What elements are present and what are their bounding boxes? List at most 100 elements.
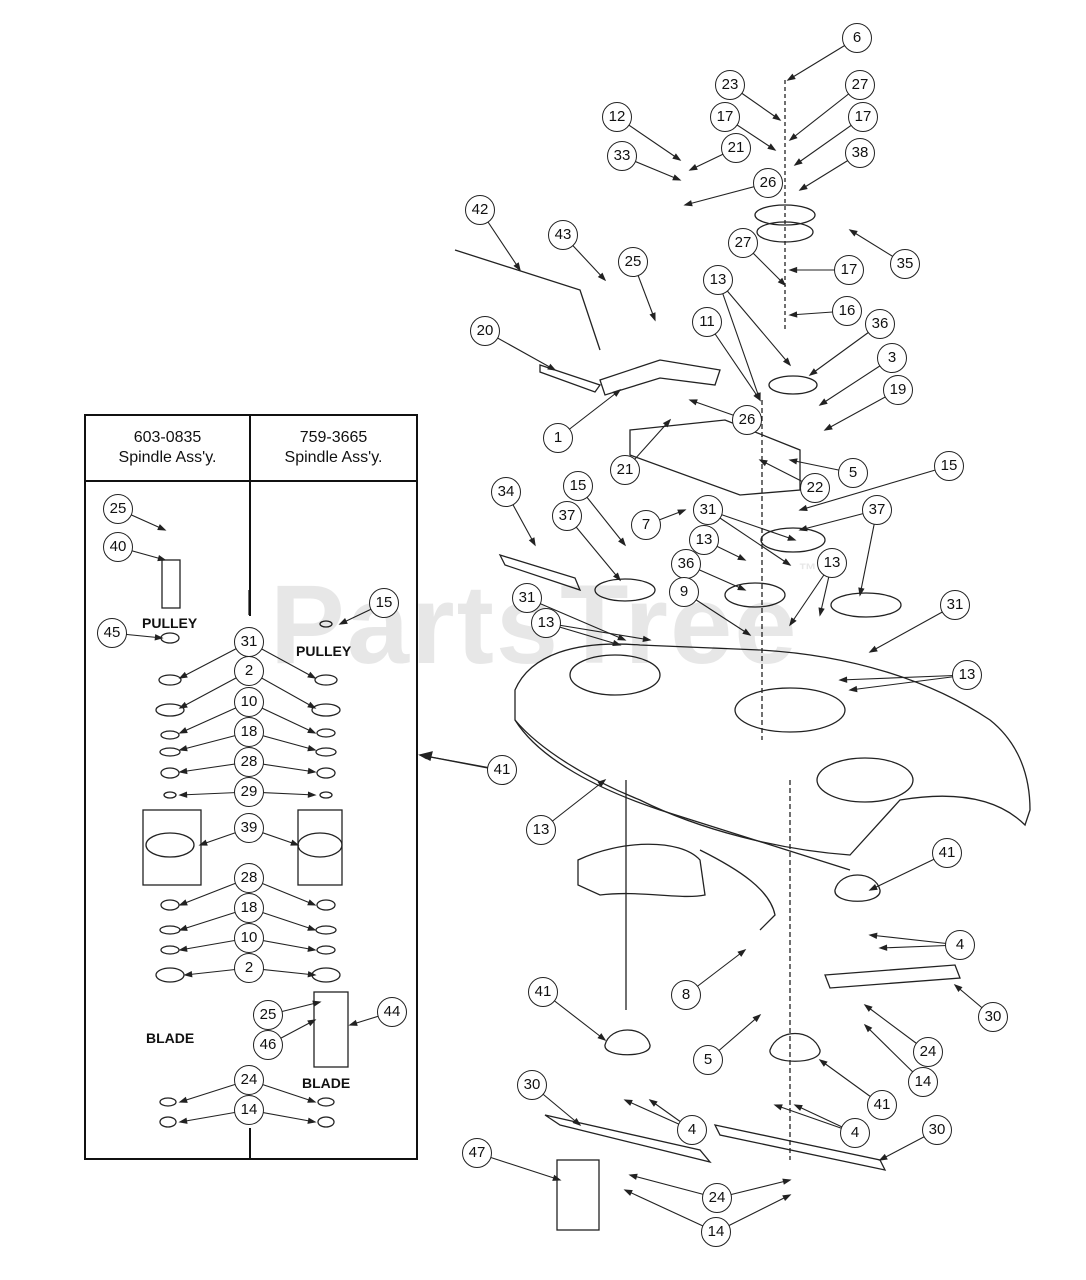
leader-arrowhead bbox=[418, 753, 428, 760]
leader-line bbox=[545, 622, 651, 641]
leader-arrowhead bbox=[818, 398, 828, 406]
blade-insert-frame bbox=[313, 991, 349, 1068]
leader-arrowhead bbox=[307, 1117, 317, 1124]
leader-arrowhead bbox=[178, 727, 188, 734]
leader-arrowhead bbox=[672, 174, 682, 181]
leader-arrowhead bbox=[672, 153, 682, 161]
leader-arrowhead bbox=[798, 183, 808, 191]
leader-arrowhead bbox=[178, 745, 188, 752]
leader-arrowhead bbox=[788, 458, 798, 465]
leader-line bbox=[799, 465, 950, 511]
leader-arrowhead bbox=[312, 1000, 322, 1007]
leader-line bbox=[624, 1189, 717, 1233]
leader-arrowhead bbox=[782, 1178, 792, 1185]
callout-44: 44 bbox=[377, 997, 407, 1027]
callout-13: 13 bbox=[526, 815, 556, 845]
leader-arrowhead bbox=[338, 618, 348, 625]
leader-arrowhead bbox=[878, 1153, 888, 1161]
spindle-column-header-right: 759-3665 Spindle Ass'y. bbox=[251, 416, 416, 482]
callout-2: 2 bbox=[234, 656, 264, 686]
leader-arrowhead bbox=[552, 1174, 562, 1181]
leader-arrowhead bbox=[642, 635, 652, 642]
leader-arrowhead bbox=[623, 1099, 633, 1106]
leader-arrowhead bbox=[788, 266, 798, 274]
callout-14: 14 bbox=[234, 1095, 264, 1125]
callout-18: 18 bbox=[234, 893, 264, 923]
spindle-column-header-left: 603-0835 Spindle Ass'y. bbox=[86, 416, 251, 482]
leader-line bbox=[717, 279, 761, 401]
callout-41: 41 bbox=[487, 755, 517, 785]
leader-arrowhead bbox=[307, 727, 317, 734]
callout-46: 46 bbox=[253, 1030, 283, 1060]
callout-22: 22 bbox=[800, 473, 830, 503]
leader-arrowhead bbox=[786, 73, 796, 81]
leader-arrowhead bbox=[178, 767, 188, 775]
leader-arrowhead bbox=[623, 1189, 633, 1196]
callout-30: 30 bbox=[922, 1115, 952, 1145]
leader-arrowhead bbox=[183, 971, 193, 978]
part-number-right: 759-3665 bbox=[299, 429, 368, 446]
callout-8: 8 bbox=[671, 980, 701, 1010]
leader-arrowhead bbox=[848, 685, 858, 693]
leader-arrowhead bbox=[613, 572, 622, 582]
leader-arrowhead bbox=[752, 1013, 762, 1023]
callout-24: 24 bbox=[913, 1037, 943, 1067]
callout-15: 15 bbox=[369, 588, 399, 618]
lift-rod bbox=[454, 249, 601, 351]
leader-arrowhead bbox=[823, 423, 833, 431]
leader-arrowhead bbox=[773, 1104, 783, 1111]
leader-arrowhead bbox=[617, 634, 627, 641]
idler-pulley-36 bbox=[724, 582, 786, 608]
callout-24: 24 bbox=[234, 1065, 264, 1095]
callout-25: 25 bbox=[618, 247, 648, 277]
callout-24: 24 bbox=[702, 1183, 732, 1213]
leader-arrowhead bbox=[307, 767, 317, 775]
leader-line bbox=[839, 674, 968, 681]
callout-7: 7 bbox=[631, 510, 661, 540]
callout-13: 13 bbox=[952, 660, 982, 690]
leader-arrowhead bbox=[808, 368, 818, 376]
leader-arrowhead bbox=[612, 639, 622, 647]
callout-39: 39 bbox=[234, 813, 264, 843]
leader-arrowhead bbox=[597, 272, 607, 282]
leader-arrowhead bbox=[547, 363, 557, 371]
callout-18: 18 bbox=[234, 717, 264, 747]
callout-5: 5 bbox=[693, 1045, 723, 1075]
leader-arrowhead bbox=[572, 1117, 582, 1127]
callout-10: 10 bbox=[234, 923, 264, 953]
deck-baffle bbox=[577, 843, 706, 898]
pulley-37-center bbox=[760, 527, 826, 553]
callout-25: 25 bbox=[253, 1000, 283, 1030]
leader-arrowhead bbox=[737, 554, 747, 561]
leader-arrowhead bbox=[737, 584, 747, 591]
leader-arrowhead bbox=[178, 1096, 188, 1103]
column-divider-lower bbox=[249, 1128, 251, 1158]
callout-5: 5 bbox=[838, 458, 868, 488]
callout-14: 14 bbox=[701, 1217, 731, 1247]
spindle-41-center bbox=[769, 1033, 821, 1062]
leader-arrowhead bbox=[307, 701, 317, 709]
callout-13: 13 bbox=[531, 608, 561, 638]
callout-31: 31 bbox=[940, 590, 970, 620]
drive-belt bbox=[498, 553, 582, 592]
leader-arrowhead bbox=[178, 701, 188, 709]
leader-arrowhead bbox=[348, 1019, 358, 1026]
leader-arrowhead bbox=[198, 839, 208, 846]
leader-line bbox=[849, 674, 968, 691]
leader-arrowhead bbox=[863, 1004, 873, 1012]
idler-pulley-3 bbox=[768, 375, 818, 395]
leader-arrowhead bbox=[863, 1023, 873, 1033]
callout-3: 3 bbox=[877, 343, 907, 373]
leader-arrowhead bbox=[753, 392, 761, 402]
leader-arrowhead bbox=[307, 1096, 317, 1103]
leader-arrowhead bbox=[154, 634, 164, 641]
callout-47: 47 bbox=[462, 1138, 492, 1168]
callout-17: 17 bbox=[710, 102, 740, 132]
leader-arrowhead bbox=[782, 1194, 792, 1202]
callout-31: 31 bbox=[512, 583, 542, 613]
leader-line bbox=[707, 509, 791, 566]
callout-37: 37 bbox=[552, 501, 582, 531]
leader-arrowhead bbox=[683, 200, 693, 207]
callout-15: 15 bbox=[563, 471, 593, 501]
